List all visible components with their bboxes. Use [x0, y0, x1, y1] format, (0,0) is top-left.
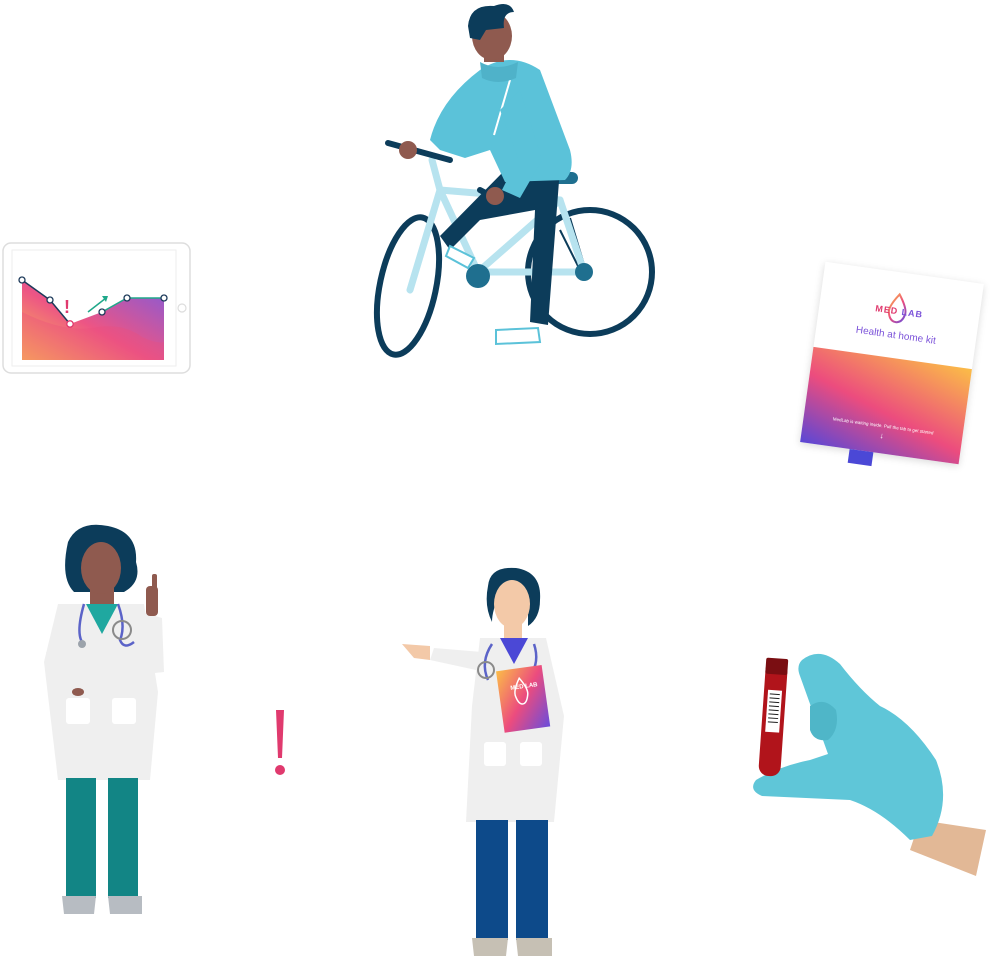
chart-alert-mark: !: [64, 297, 70, 317]
health-kit-box-illustration: MED LAB Health at home kit MedLab is wai…: [800, 261, 984, 467]
medlab-drop-icon: [880, 290, 916, 326]
cyclist-illustration: [370, 0, 660, 360]
doctor-presenting-illustration: MED LAB: [396, 566, 576, 958]
doctor-pointing-illustration: [38, 522, 168, 917]
kit-pull-tab: [847, 448, 874, 467]
exclamation-mark-icon: [268, 704, 292, 780]
gloved-hand-blood-tube-illustration: [740, 640, 990, 880]
tablet-chart-illustration: !: [2, 242, 192, 374]
